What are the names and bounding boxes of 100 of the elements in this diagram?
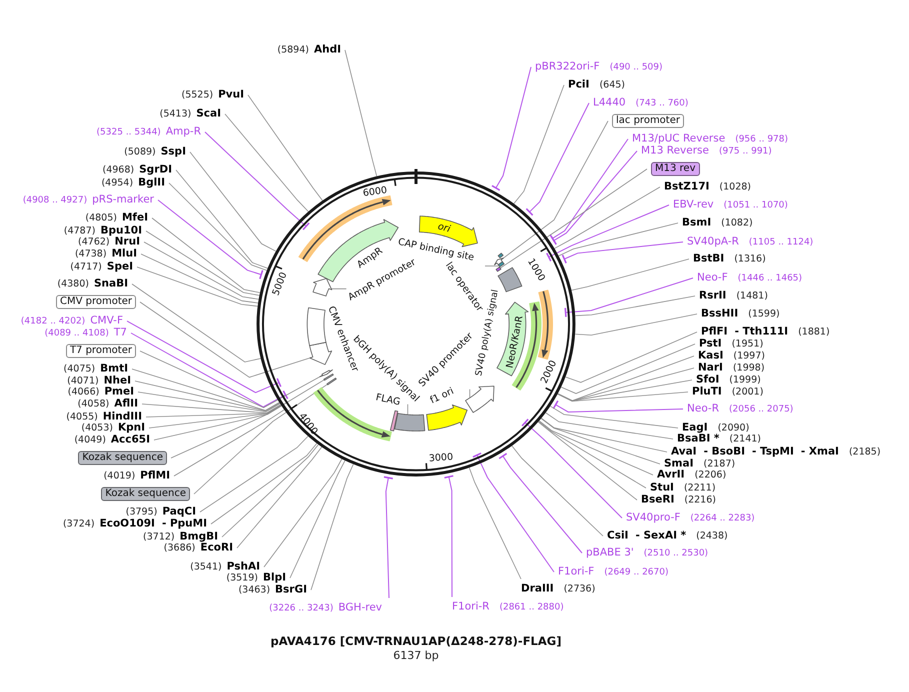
leader-line	[538, 422, 638, 500]
map-title: pAVA4176 [CMV-TRNAU1AP(Δ248-278)-FLAG]	[270, 634, 562, 649]
leader-line	[550, 150, 638, 246]
primer-name: Neo-R	[687, 402, 720, 414]
feature-arc	[498, 267, 522, 292]
site-position: (1599)	[748, 308, 780, 320]
site-position: (5894)	[277, 44, 309, 56]
enzyme-name: MfeI	[122, 212, 148, 224]
site-position: (4055)	[66, 412, 98, 423]
site-position: (3712)	[143, 532, 175, 543]
feature-label: f1 ori	[428, 386, 456, 406]
site-position: (4019)	[104, 470, 136, 482]
site-position: (4075)	[64, 364, 96, 376]
primer-position: (1105 .. 1124)	[748, 236, 814, 248]
site-position: (2001)	[732, 386, 764, 398]
primer-position: (4089 .. 4108)	[44, 328, 109, 340]
primer-position: (3226 .. 3243)	[269, 602, 334, 614]
site-position: (4968)	[102, 164, 134, 176]
enzyme-name: BseRI	[641, 494, 674, 506]
enzyme-name: SgrDI	[139, 164, 172, 176]
leader-line	[168, 182, 268, 271]
primer-name: F1ori-R	[452, 600, 490, 612]
site-position: (2090)	[718, 422, 750, 434]
enzyme-name: BssHII	[701, 308, 738, 320]
leader-line	[564, 278, 694, 318]
site-position: (4066)	[68, 386, 100, 398]
enzyme-name: BglII	[138, 176, 165, 188]
enzyme-name: SpeI	[106, 260, 133, 272]
enzyme-name: BmtI	[100, 362, 128, 374]
site-position: (1951)	[732, 338, 764, 350]
enzyme-name: NarI	[698, 362, 723, 374]
leader-line	[140, 350, 323, 408]
site-position: (4787)	[64, 226, 96, 237]
primer-position: (2649 .. 2670)	[604, 566, 668, 578]
site-position: (3463)	[238, 584, 270, 596]
leader-line	[407, 404, 408, 415]
leader-line	[472, 452, 554, 572]
leader-line	[571, 258, 690, 291]
site-position: (2206)	[694, 470, 726, 482]
enzyme-name: RsrII	[699, 290, 726, 302]
leader-line	[142, 404, 282, 414]
site-position: (4380)	[57, 278, 89, 290]
enzyme-name: KpnI	[118, 422, 145, 434]
feature-arc	[309, 342, 332, 365]
enzyme-name: BmgBI	[180, 530, 218, 542]
leader-line	[498, 452, 582, 554]
enzyme-name: SmaI	[664, 458, 694, 470]
leader-line	[540, 418, 660, 464]
leader-line	[224, 114, 309, 212]
feature-arc	[394, 412, 426, 432]
enzyme-name: BsaBI *	[677, 432, 720, 444]
primer-position: (1051 .. 1070)	[724, 200, 788, 212]
enzyme-name: - TspMI	[752, 446, 794, 458]
site-position: (4049)	[74, 434, 106, 446]
leader-line	[562, 242, 684, 264]
feature-arc	[323, 374, 334, 381]
feature-tag: T7 promoter	[66, 344, 136, 358]
leader-line	[500, 120, 608, 260]
leader-line	[210, 443, 318, 524]
enzyme-name: PflMI	[140, 470, 170, 482]
enzyme-name: PstI	[699, 338, 722, 350]
site-position: (3541)	[190, 562, 222, 574]
site-position: (4071)	[67, 376, 99, 387]
feature-arc	[390, 410, 398, 432]
site-position: (2185)	[848, 446, 881, 458]
site-position: (1028)	[719, 182, 751, 194]
leader-line	[144, 242, 259, 300]
leader-line	[538, 421, 646, 488]
enzyme-name: NheI	[104, 374, 131, 386]
enzyme-name: SfoI	[696, 374, 720, 386]
feature-arc	[306, 307, 326, 346]
leader-line	[236, 446, 322, 548]
feature-arc	[426, 404, 468, 431]
site-position: (5525)	[181, 90, 214, 102]
enzyme-name: BsmI	[682, 216, 712, 228]
leader-line	[513, 84, 564, 204]
leader-line	[132, 284, 262, 362]
enzyme-name: PmeI	[104, 386, 134, 398]
leader-line	[130, 332, 288, 408]
leader-line	[541, 418, 668, 452]
leader-line	[176, 170, 268, 269]
site-position: (4058)	[78, 398, 110, 410]
leader-line	[174, 409, 285, 476]
feature-tag: Kozak sequence	[78, 451, 167, 465]
site-position: (1316)	[734, 254, 766, 266]
leader-line	[552, 400, 684, 412]
feature-arc	[498, 252, 504, 258]
enzyme-name: NruI	[114, 236, 140, 248]
enzyme-name: PvuI	[218, 88, 244, 100]
site-position: (1999)	[729, 374, 761, 386]
enzyme-name: PflFI	[701, 326, 728, 338]
primer-position: (4182 .. 4202)	[20, 316, 86, 328]
primer-name: F1ori-F	[558, 566, 594, 578]
leader-line	[248, 94, 323, 201]
primer-name: T7	[114, 326, 127, 338]
enzyme-name: ScaI	[196, 108, 221, 120]
primer-name: SV40pA-R	[687, 236, 739, 248]
leader-line	[383, 476, 394, 598]
site-position: (4717)	[70, 262, 102, 274]
enzyme-name: - SexAI *	[635, 530, 686, 542]
